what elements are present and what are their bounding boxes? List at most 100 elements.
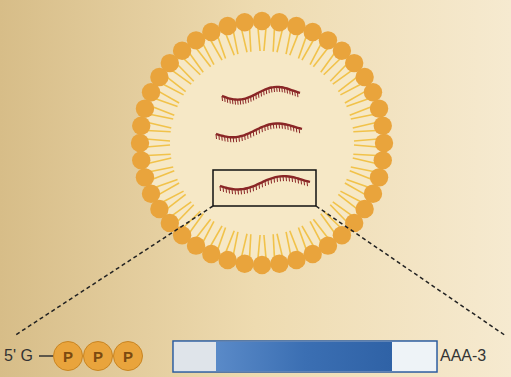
lipid-tail (345, 183, 366, 195)
mrna-strand (222, 87, 300, 100)
lipid-tail (298, 227, 306, 250)
base-tick (235, 189, 237, 194)
lipid-tail (162, 191, 183, 202)
lipid-head (270, 13, 288, 31)
base-tick (268, 180, 270, 185)
lipid-tail (172, 70, 191, 84)
base-tick (232, 189, 234, 194)
lipid-tail (286, 232, 291, 256)
lipid-head (270, 255, 288, 273)
base-tick (281, 87, 283, 92)
base-tick (267, 125, 269, 130)
phosphate-label: P (93, 349, 103, 364)
base-tick (289, 89, 291, 94)
lipid-tail (324, 211, 341, 228)
lipid-tail (286, 31, 291, 55)
lipid-tail (155, 179, 178, 187)
lipid-tail (148, 122, 171, 128)
lipid-tail (147, 131, 171, 132)
mrna-strand (216, 123, 302, 137)
lipid-tail (354, 139, 378, 141)
lipid-tail (218, 36, 226, 59)
base-tick (221, 136, 223, 141)
lipid-tail (241, 29, 247, 52)
mrna-strands (216, 87, 310, 195)
base-tick (270, 124, 272, 129)
lipid-head (364, 83, 382, 101)
particle-core (144, 25, 380, 261)
lipid-tail (310, 221, 321, 242)
base-tick (281, 124, 283, 129)
lipid-tail (146, 139, 170, 141)
base-tick (286, 176, 288, 181)
zoom-line (14, 206, 213, 336)
base-tick (276, 123, 278, 128)
base-tick (220, 186, 222, 191)
lipid-tail (277, 234, 283, 257)
lipid-tail (340, 84, 361, 95)
lipid-tail (338, 77, 357, 92)
base-tick (263, 90, 265, 95)
phosphate-label: P (63, 349, 73, 364)
lipid-head (287, 17, 305, 35)
lipid-tail (258, 27, 260, 51)
base-tick (266, 89, 268, 94)
base-tick (223, 187, 225, 192)
phosphate-label: P (123, 349, 133, 364)
lipid-head (202, 23, 220, 41)
lipid-head (370, 168, 388, 186)
phosphate-circle: P (83, 341, 113, 371)
lipid-head (253, 12, 271, 30)
base-tick (245, 99, 247, 104)
lipid-tail (152, 106, 174, 115)
lipid-tail (196, 48, 211, 67)
lipid-tail (273, 28, 274, 52)
base-tick (284, 124, 286, 129)
lipid-tail (177, 205, 194, 222)
base-tick (296, 127, 298, 132)
base-tick (271, 87, 273, 92)
lipid-head (132, 116, 150, 134)
base-tick (293, 126, 295, 131)
base-tick (241, 136, 243, 141)
lipid-tail (273, 234, 274, 258)
base-tick (299, 128, 301, 133)
base-tick (279, 87, 281, 92)
lipid-tail (189, 214, 203, 233)
lipid-tail (150, 114, 174, 119)
base-tick (236, 137, 238, 142)
lipid-tail (167, 194, 186, 209)
base-tick (287, 125, 289, 130)
lipid-tail (353, 131, 377, 132)
lipid-tail (353, 154, 377, 155)
base-tick (297, 92, 299, 97)
lipid-tail (351, 114, 375, 119)
base-tick (268, 88, 270, 93)
end-label: AAA-3 (440, 348, 486, 364)
utr-5 (174, 342, 216, 371)
lipid-tail (313, 219, 328, 238)
base-tick (261, 127, 263, 132)
lipid-tail (351, 167, 375, 172)
lipid-head (136, 99, 154, 117)
lipid-tail (250, 234, 251, 258)
lipid-head (136, 168, 154, 186)
lipid-head (374, 116, 392, 134)
base-tick (253, 186, 255, 191)
base-tick (295, 178, 297, 183)
base-tick (224, 97, 226, 102)
lipid-tail (225, 33, 234, 55)
lipid-tail (277, 29, 283, 52)
lipid-head (218, 251, 236, 269)
base-tick (248, 98, 250, 103)
base-tick (233, 137, 235, 142)
base-tick (258, 93, 260, 98)
lipid-tail (353, 122, 376, 128)
lipid-head (235, 255, 253, 273)
lipid-tail (290, 231, 299, 253)
phosphate-circle: P (53, 341, 83, 371)
lipid-head (218, 17, 236, 35)
base-tick (216, 134, 218, 139)
lipid-tail (302, 39, 314, 60)
base-tick (238, 137, 240, 142)
